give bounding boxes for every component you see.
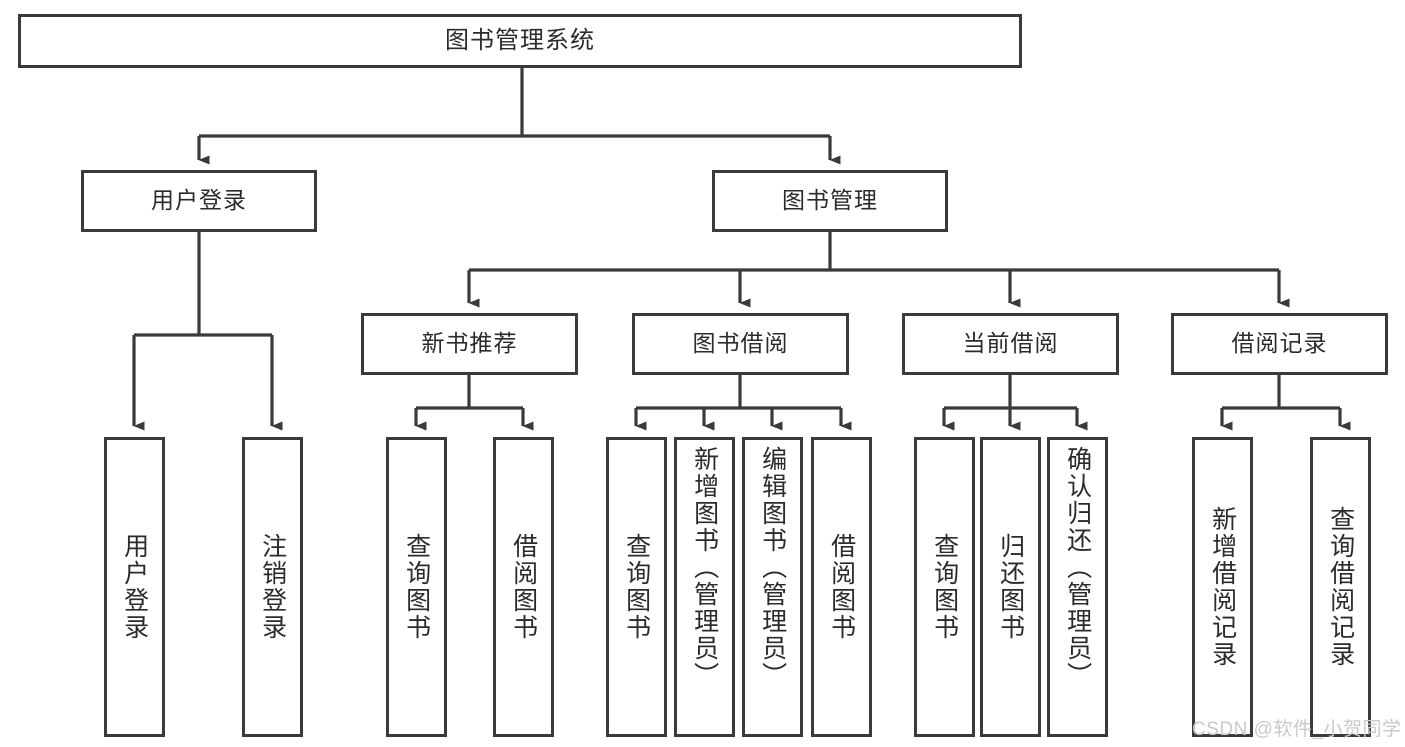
- node-label: 确认归还（管理员）: [1063, 446, 1092, 689]
- watermark: CSDN @软件_小贺同学: [1192, 719, 1402, 740]
- leaf-borrow-add-book-admin[interactable]: 新增图书（管理员）: [674, 437, 735, 737]
- leaf-user-login-login[interactable]: 用户登录: [104, 437, 165, 737]
- leaf-current-return-book[interactable]: 归还图书: [980, 437, 1041, 737]
- node-label: 查询图书: [622, 533, 651, 641]
- node-label: 新增借阅记录: [1208, 506, 1237, 668]
- node-user-login[interactable]: 用户登录: [81, 170, 317, 232]
- node-label: 查询借阅记录: [1326, 506, 1355, 668]
- node-label: 借阅图书: [827, 533, 856, 641]
- leaf-borrow-edit-book-admin[interactable]: 编辑图书（管理员）: [742, 437, 803, 737]
- node-label: 借阅图书: [509, 533, 538, 641]
- node-label: 图书借阅: [692, 330, 789, 357]
- leaf-recommend-query-book[interactable]: 查询图书: [386, 437, 447, 737]
- leaf-borrow-borrow-book[interactable]: 借阅图书: [811, 437, 872, 737]
- node-current-borrow[interactable]: 当前借阅: [902, 313, 1119, 375]
- node-root-system[interactable]: 图书管理系统: [18, 14, 1022, 68]
- leaf-current-confirm-return-admin[interactable]: 确认归还（管理员）: [1047, 437, 1108, 737]
- leaf-current-query-book[interactable]: 查询图书: [914, 437, 975, 737]
- node-label: 归还图书: [996, 533, 1025, 641]
- leaf-record-query-record[interactable]: 查询借阅记录: [1310, 437, 1371, 737]
- node-label: 新增图书（管理员）: [690, 446, 719, 689]
- node-book-management[interactable]: 图书管理: [712, 170, 948, 232]
- node-borrow-record[interactable]: 借阅记录: [1171, 313, 1388, 375]
- node-label: 用户登录: [120, 533, 149, 641]
- node-label: 新书推荐: [421, 330, 518, 357]
- node-label: 图书管理系统: [445, 26, 595, 54]
- node-book-borrow[interactable]: 图书借阅: [632, 313, 849, 375]
- node-label: 查询图书: [930, 533, 959, 641]
- node-label: 查询图书: [402, 533, 431, 641]
- node-label: 编辑图书（管理员）: [758, 446, 787, 689]
- node-label: 当前借阅: [962, 330, 1059, 357]
- leaf-borrow-query-book[interactable]: 查询图书: [606, 437, 667, 737]
- node-label: 借阅记录: [1231, 330, 1328, 357]
- leaf-recommend-borrow-book[interactable]: 借阅图书: [493, 437, 554, 737]
- node-new-book-recommend[interactable]: 新书推荐: [361, 313, 578, 375]
- leaf-user-login-logout[interactable]: 注销登录: [242, 437, 303, 737]
- node-label: 图书管理: [782, 187, 878, 214]
- leaf-record-add-record[interactable]: 新增借阅记录: [1192, 437, 1253, 737]
- node-label: 注销登录: [258, 533, 287, 641]
- node-label: 用户登录: [151, 187, 247, 214]
